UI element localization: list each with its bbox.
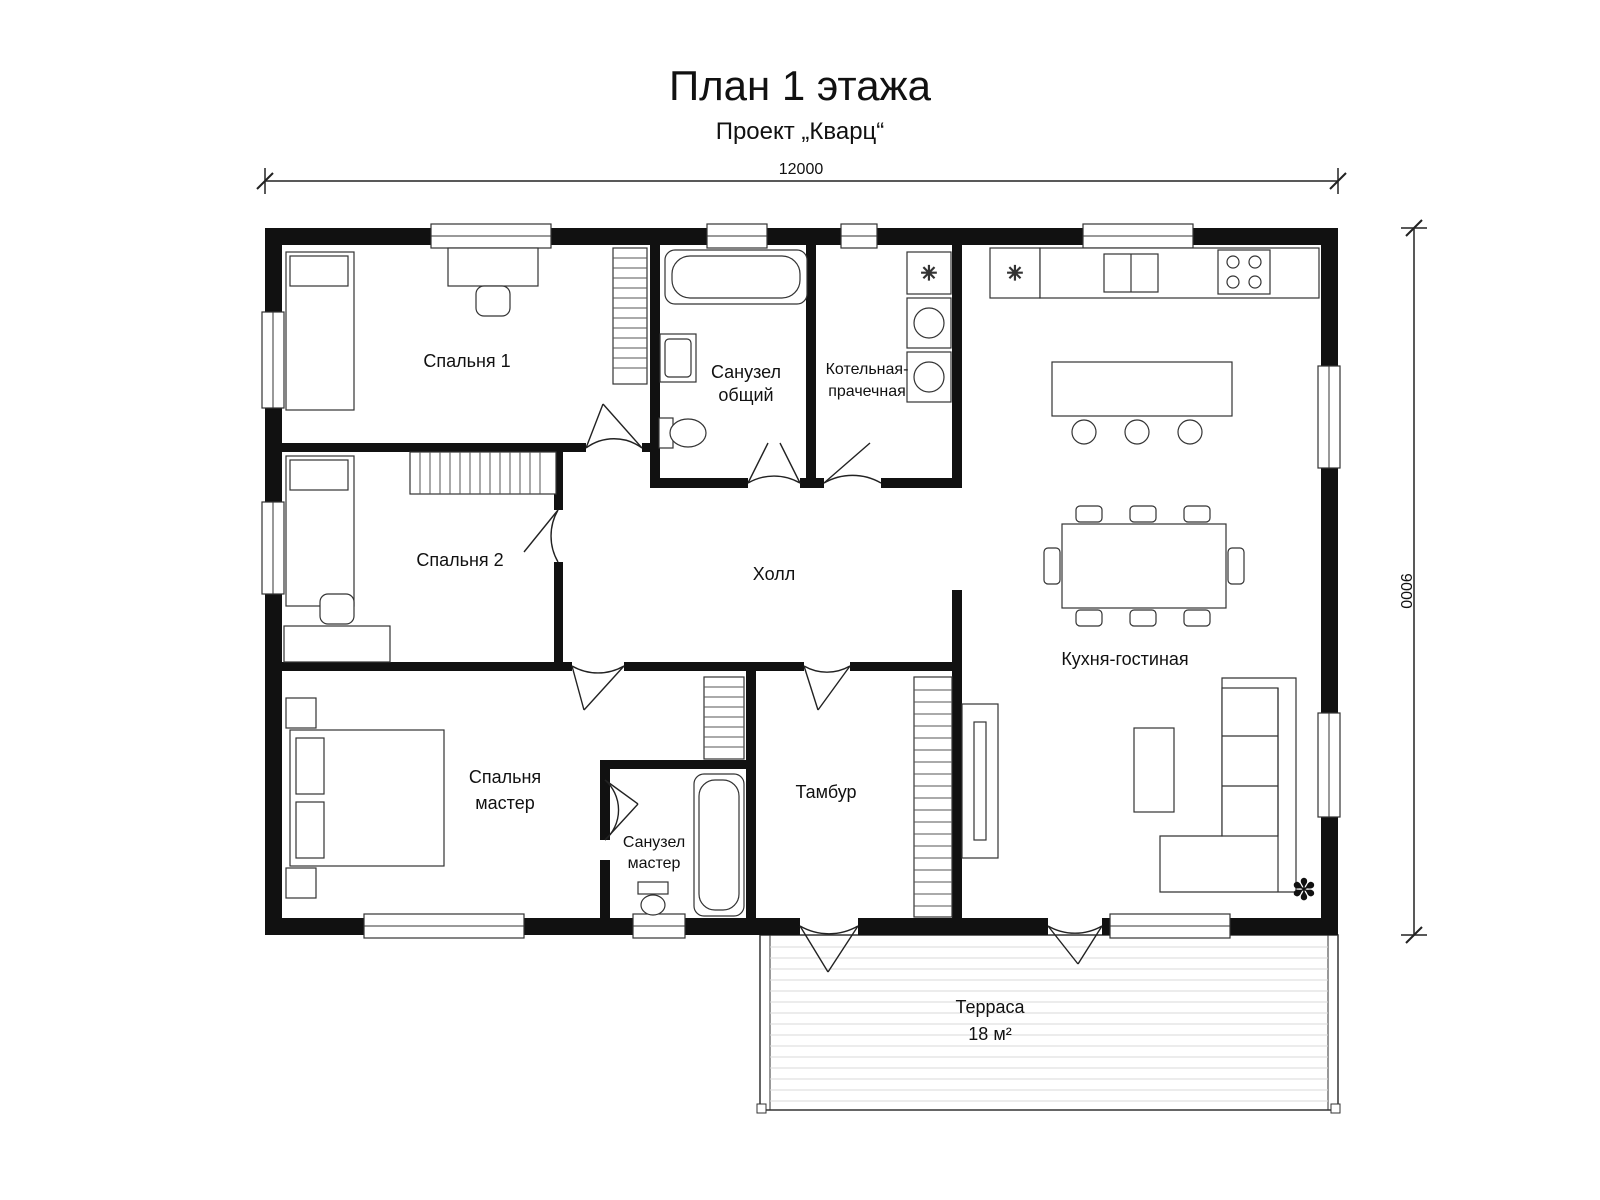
dimension-width: 12000	[256, 161, 1347, 194]
label-hall: Холл	[753, 564, 795, 584]
svg-text:✽: ✽	[1291, 874, 1316, 907]
label-terrace: Терраса	[955, 997, 1025, 1017]
windows	[261, 223, 1341, 939]
label-bedroom2: Спальня 2	[416, 550, 503, 570]
plant-icon: ✽	[1291, 874, 1316, 907]
vestibule-wardrobe	[913, 676, 953, 918]
label-bedroom1: Спальня 1	[423, 351, 510, 371]
plan-title: План 1 этажа	[668, 62, 932, 109]
label-bathroom-common-2: общий	[718, 385, 773, 405]
plan-subtitle: Проект „Кварц“	[715, 118, 885, 145]
master-bath-fixtures	[637, 773, 745, 917]
doors	[523, 403, 1103, 973]
width-label: 12000	[779, 161, 824, 178]
height-label: 9000	[1397, 573, 1414, 609]
label-boiler-2: прачечная	[828, 383, 906, 400]
dimension-height: 9000	[1397, 219, 1427, 944]
svg-text:✳: ✳	[921, 263, 938, 285]
label-master-2: мастер	[475, 793, 534, 813]
svg-text:✳: ✳	[1007, 263, 1024, 285]
bedroom1-furniture	[285, 247, 648, 411]
boiler-fixtures: ✳	[906, 251, 952, 403]
terrace	[756, 934, 1341, 1114]
kitchen-furniture: ✳	[961, 247, 1320, 893]
bathroom-common-fixtures	[658, 249, 808, 449]
label-terrace-area: 18 м²	[968, 1024, 1011, 1044]
label-master-1: Спальня	[469, 767, 541, 787]
room-labels: Спальня 1 Санузел общий Котельная- праче…	[416, 351, 1188, 1044]
label-master-bath-2: мастер	[628, 855, 681, 872]
label-kitchen-living: Кухня-гостиная	[1061, 649, 1188, 669]
label-boiler-1: Котельная-	[826, 361, 909, 378]
label-bathroom-common-1: Санузел	[711, 362, 781, 382]
bedroom2-furniture	[283, 451, 557, 663]
interior-walls	[282, 245, 962, 935]
label-vestibule: Тамбур	[795, 782, 856, 802]
master-furniture	[285, 676, 745, 899]
label-master-bath-1: Санузел	[623, 834, 685, 851]
